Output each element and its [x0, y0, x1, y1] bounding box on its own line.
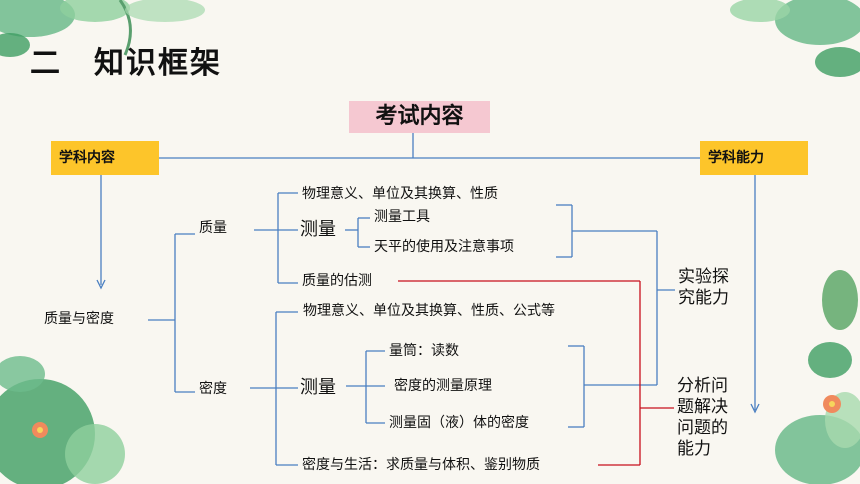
leaf-decoration-top-mid — [125, 0, 205, 22]
mass-tools: 测量工具 — [374, 209, 430, 225]
ability-experiment: 实验探 究能力 — [678, 267, 729, 309]
left-header-box: 学科内容 — [51, 141, 159, 175]
mass-measure-label: 测量 — [300, 219, 336, 240]
density-measure-label: 测量 — [300, 377, 336, 398]
ability-analysis-line-4: 能力 — [677, 439, 711, 459]
ability-analysis-line-3: 问题的 — [677, 418, 728, 438]
leaf-decoration-right — [808, 270, 858, 378]
density-solid-liquid: 测量固（液）体的密度 — [389, 415, 529, 431]
density-cylinder: 量筒：读数 — [389, 343, 459, 359]
ability-analysis-line-2: 题解决 — [677, 397, 728, 417]
root-node: 考试内容 — [349, 101, 490, 133]
density-meaning: 物理意义、单位及其换算、性质、公式等 — [303, 303, 555, 319]
ability-analysis: 分析问 题解决 问题的 能力 — [677, 376, 728, 460]
density-principle: 密度的测量原理 — [394, 378, 492, 394]
flower-decoration-left — [32, 422, 48, 438]
flower-decoration-right — [823, 395, 841, 413]
right-header-box: 学科能力 — [700, 141, 808, 175]
mass-estimate: 质量的估测 — [302, 273, 372, 289]
mass-label: 质量 — [199, 220, 227, 236]
ability-analysis-line-1: 分析问 — [677, 376, 728, 396]
density-label: 密度 — [199, 381, 227, 397]
mass-meaning: 物理意义、单位及其换算、性质 — [302, 186, 498, 202]
mass-balance: 天平的使用及注意事项 — [374, 239, 514, 255]
density-life: 密度与生活：求质量与体积、鉴别物质 — [302, 457, 540, 473]
page-title: 二 知识框架 — [30, 46, 222, 81]
ability-experiment-line-2: 究能力 — [678, 288, 729, 308]
main-topic: 质量与密度 — [44, 311, 114, 327]
leaf-decoration-top-left — [0, 0, 132, 57]
leaf-decoration-top-right — [730, 0, 860, 77]
ability-experiment-line-1: 实验探 — [678, 267, 729, 287]
